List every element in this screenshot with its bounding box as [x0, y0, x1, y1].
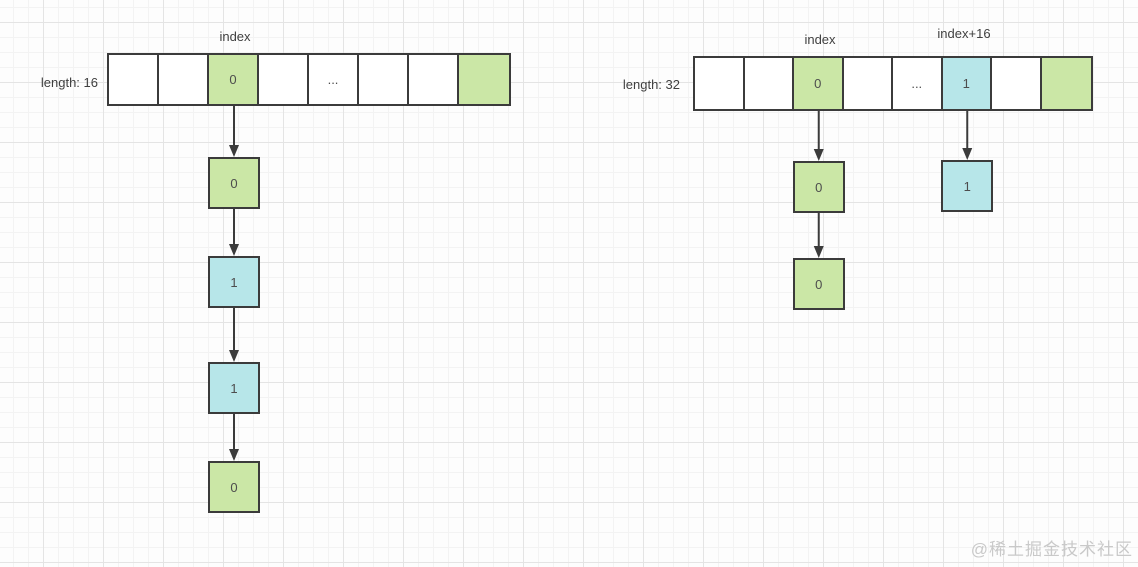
- array-cell: ...: [309, 55, 359, 104]
- array-cell: [109, 55, 159, 104]
- arrow-head: [229, 145, 239, 157]
- array-cell: 1: [942, 58, 992, 109]
- arrow-head: [962, 148, 973, 160]
- chain-node: 0: [792, 258, 845, 310]
- array-cell: [745, 58, 794, 109]
- bucket-array-length-16: 0...: [107, 53, 511, 106]
- length-label-16: length: 16: [40, 75, 98, 90]
- array-cell: [1041, 58, 1091, 109]
- arrow-head: [229, 449, 239, 461]
- array-cell: ...: [893, 58, 943, 109]
- index-label-right: index: [804, 32, 836, 47]
- array-cell: [159, 55, 209, 104]
- array-cell: 0: [209, 55, 259, 104]
- chain-node: 1: [208, 256, 260, 308]
- arrow-head: [813, 149, 824, 161]
- array-cell: [459, 55, 509, 104]
- array-cell: [992, 58, 1042, 109]
- chain-node: 0: [208, 157, 260, 209]
- length-label-32: length: 32: [622, 77, 680, 92]
- bucket-array-length-32: 0...1: [693, 56, 1093, 111]
- arrow-head: [229, 244, 239, 256]
- index-plus-16-label: index+16: [937, 26, 991, 41]
- chain-node: 0: [792, 161, 845, 213]
- array-cell: [844, 58, 893, 109]
- array-cell: 0: [794, 58, 844, 109]
- array-cell: [409, 55, 459, 104]
- chain-node: 0: [208, 461, 260, 513]
- arrow-head: [229, 350, 239, 362]
- chain-node: 1: [941, 160, 994, 212]
- chain-node: 1: [208, 362, 260, 414]
- arrow-head: [813, 246, 824, 258]
- watermark: @稀土掘金技术社区: [970, 540, 1133, 559]
- array-cell: [359, 55, 409, 104]
- index-label-left: index: [219, 29, 251, 44]
- array-cell: [695, 58, 745, 109]
- array-cell: [259, 55, 309, 104]
